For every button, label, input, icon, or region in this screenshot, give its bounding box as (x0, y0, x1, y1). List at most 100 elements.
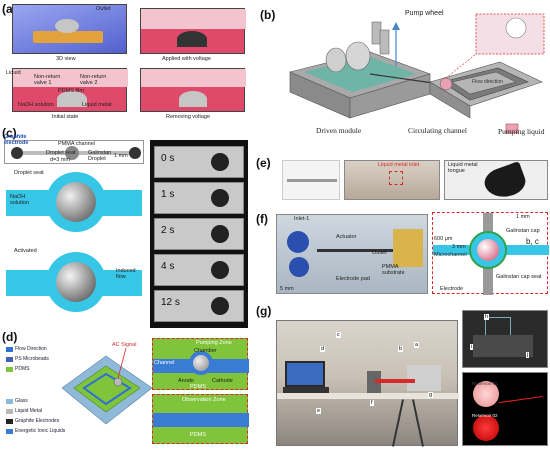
panel-a-applied-caption: Applied with voltage (162, 56, 211, 62)
panel-a-naoh: NaOH solution (18, 102, 54, 108)
panel-c-frame-1: 1 s (154, 182, 244, 214)
panel-c-activated: Activated (14, 248, 37, 254)
panel-e-label: (e) (256, 156, 271, 170)
panel-b-pumping-liquid: Pumping liquid (498, 127, 545, 136)
panel-c-label: (c) (2, 126, 17, 140)
panel-d-device (61, 347, 153, 425)
panel-f-electrode: Electrode (440, 286, 464, 292)
panel-g-lab-photo (276, 320, 459, 447)
panel-f-cap-seat: Galinstan cap seat (496, 274, 542, 280)
panel-e-chip-diagram (282, 160, 340, 200)
panel-c-graphite: Graphite electrode (4, 134, 29, 147)
panel-c-droplet-seat-top: Droplet seat (46, 150, 76, 156)
panel-f-galinstan-cap: Galinstan cap (506, 228, 540, 234)
panel-d-legend-beads: PS Microbeads (6, 356, 49, 362)
panel-g-letter-a: a (414, 342, 420, 349)
panel-c-frame-0: 0 s (154, 146, 244, 178)
panel-b-label: (b) (260, 8, 276, 22)
panel-c-time-4: 12 s (161, 297, 180, 308)
panel-f-scale: 5 mm (280, 286, 294, 292)
panel-f-photo (276, 214, 428, 294)
panel-a-removing-caption: Removing voltage (166, 114, 211, 120)
panel-g-letter-j: j (526, 352, 530, 359)
panel-a-3d-view (12, 4, 127, 54)
panel-c-time-2: 2 s (161, 225, 175, 236)
panel-c-droplet-dim: d=3 mm (50, 157, 71, 163)
panel-g-letter-i: i (470, 344, 474, 351)
panel-a-initial-caption: Initial state (52, 114, 79, 120)
panel-d-legend-graphite-label: Graphite Electrodes (15, 418, 60, 424)
panel-d-observation-zone (152, 394, 249, 444)
panel-a-valve2: Non-return valve 2 (80, 74, 107, 87)
panel-a-applied (140, 8, 246, 54)
panel-b-illustration (289, 13, 545, 134)
panel-f-1mm: 1 mm (516, 214, 530, 220)
panel-a-liquid-metal: Liquid metal (82, 102, 112, 108)
panel-b-driven-module: Driven module (316, 126, 362, 135)
panel-c-frame-4: 12 s (154, 290, 244, 322)
panel-e-tongue: Liquid metal tongue (448, 162, 478, 175)
panel-c-pmma: PMMA channel (58, 141, 95, 147)
panel-a-removing (140, 68, 246, 112)
panel-d-legend-metal-label: Liquid Metal (15, 408, 42, 414)
panel-d-legend-ionic: Energetic Ionic Liquids (6, 428, 65, 434)
panel-d-pumping-label: Pumping Zone (196, 340, 232, 346)
panel-d-pdms-bottom: PDMS (190, 432, 206, 438)
panel-g-letter-f: f (370, 400, 374, 407)
panel-f-3mm: 3 mm (452, 244, 466, 250)
panel-a-initial (12, 68, 128, 112)
panel-a-liquid: Liquid (6, 70, 21, 76)
panel-d-legend-flow-label: Flow Direction (15, 346, 47, 352)
panel-d-pumping-zone (152, 338, 249, 390)
panel-c-schematic (4, 140, 144, 164)
panel-c-naoh: NaOH solution (10, 194, 29, 207)
panel-f-inset (432, 212, 549, 295)
panel-d-label: (d) (2, 330, 18, 344)
panel-c-time-0: 0 s (161, 153, 175, 164)
panel-d-chamber: Chamber (194, 348, 217, 354)
panel-d-legend-metal: Liquid Metal (6, 408, 42, 414)
panel-c-activated-diagram (6, 246, 142, 320)
panel-g-letter-b: b (398, 346, 404, 353)
panel-c-seat-diagram (6, 168, 142, 238)
panel-d-legend-glass: Glass (6, 398, 28, 404)
panel-d-channel: Channel (154, 360, 175, 366)
panel-g-inset-bottom (462, 372, 548, 446)
panel-g-reservoir1: Reservoir 01 (472, 381, 498, 386)
panel-a-valve1: Non-return valve 1 (34, 74, 61, 87)
panel-d-legend-glass-label: Glass (15, 398, 28, 404)
panel-f-bc: b, c (526, 237, 539, 246)
panel-f-electrode-pad: Electrode pad (336, 276, 370, 282)
panel-f-600um: 600 μm (434, 236, 453, 242)
panel-d-pdms-top: PDMS (190, 384, 206, 390)
panel-g-reservoir2: Reservoir 02 (472, 413, 498, 418)
panel-f-actuator: Actuator (336, 234, 357, 240)
panel-d-legend-ionic-label: Energetic Ionic Liquids (15, 428, 66, 434)
panel-e-tongue-photo (444, 160, 548, 203)
panel-d-cathode: Cathode (212, 378, 233, 384)
panel-f-pmma: PMMA substrate (382, 264, 405, 277)
panel-e-photo (344, 160, 440, 200)
panel-g-letter-h: h (484, 314, 490, 321)
panel-g-letter-g: g (428, 392, 434, 399)
panel-a-pdms: PDMS film (58, 88, 84, 94)
panel-c-frame-3: 4 s (154, 254, 244, 286)
panel-c-time-3: 4 s (161, 261, 175, 272)
panel-c-induced-flow: Induced flow (116, 268, 136, 281)
panel-d-observation-label: Observation Zone (182, 397, 226, 403)
panel-f-microchannel: Microchannel (434, 252, 467, 258)
panel-a-outlet: Outlet (96, 6, 111, 12)
panel-g-inset-top (462, 310, 548, 368)
panel-g-label: (g) (256, 304, 272, 318)
panel-d-anode: Anode (178, 378, 194, 384)
panel-g-letter-c: c (336, 332, 341, 339)
panel-d-legend-beads-label: PS Microbeads (15, 356, 49, 362)
panel-d-legend-pdms-label: PDMS (15, 366, 30, 372)
panel-c-scale: 1 mm (114, 153, 128, 159)
panel-d-legend-graphite: Graphite Electrodes (6, 418, 59, 424)
panel-b-pump-wheel: Pump wheel (405, 10, 444, 17)
panel-d-legend-pdms: PDMS (6, 366, 29, 372)
panel-b-circulating-channel: Circulating channel (408, 126, 467, 135)
panel-b-flow-direction: Flow direction (472, 79, 503, 85)
panel-a-3d-caption: 3D view (56, 56, 76, 62)
